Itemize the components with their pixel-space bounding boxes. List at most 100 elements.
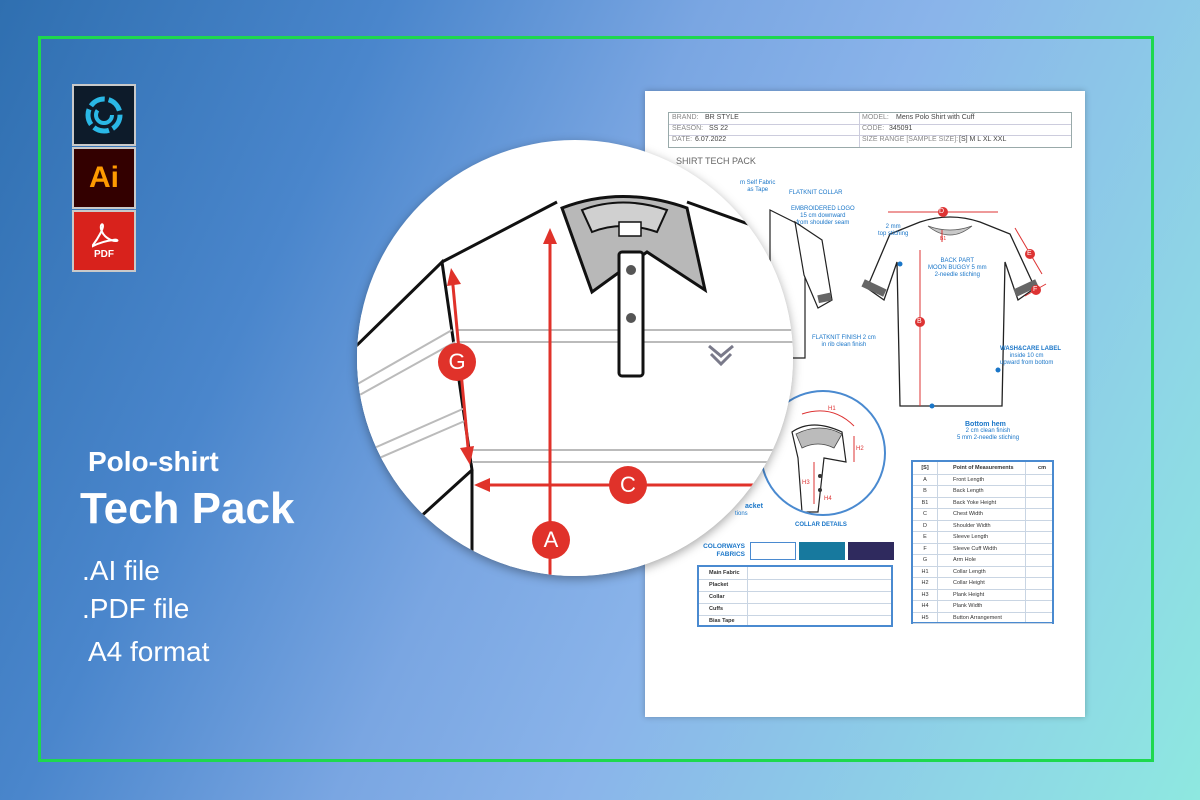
brand-value: BR STYLE xyxy=(705,114,739,121)
letter-h2: H2 xyxy=(856,446,864,452)
pom-row: C Chest Width xyxy=(913,508,1052,521)
swatch-white xyxy=(750,542,796,560)
pom-header-code: [S] xyxy=(921,465,929,471)
note-placket-sub: tions xyxy=(735,511,748,517)
pom-code: B1 xyxy=(921,499,929,506)
letter-d: D xyxy=(939,208,945,215)
illustrator-icon: Ai xyxy=(72,147,136,209)
size-value: [S] M L XL XXL xyxy=(959,136,1007,143)
fabric-main: Main Fabric xyxy=(709,570,740,576)
pom-row: H1 Collar Length xyxy=(913,566,1052,578)
pom-label: Button Arrangement xyxy=(953,614,1002,621)
code-key: CODE: xyxy=(862,125,885,132)
note-collar-details: COLLAR DETAILS xyxy=(795,522,847,528)
season-key: SEASON: xyxy=(672,125,704,132)
letter-h4: H4 xyxy=(824,496,832,502)
code-value: 345091 xyxy=(889,125,913,132)
date-value: 6.07.2022 xyxy=(695,136,727,143)
zoom-detail-circle: G C A xyxy=(357,140,793,576)
pom-code: G xyxy=(922,557,928,563)
fabric-cuffs: Cuffs xyxy=(709,606,724,612)
pom-header-label: Point of Measurements xyxy=(953,465,1014,471)
letter-e: E xyxy=(1027,250,1032,257)
pom-code: A xyxy=(923,476,927,483)
pom-code: H1 xyxy=(921,568,929,575)
pom-row: B1 Back Yoke Height xyxy=(913,497,1052,509)
pom-row: H5 Button Arrangement xyxy=(913,612,1052,624)
pom-code: E xyxy=(923,534,927,540)
illustrator-label: Ai xyxy=(89,161,119,194)
note-self-fabric: m Self Fabric as Tape xyxy=(740,180,776,193)
points-of-measurement-table: [S] Point of Measurements cm A Front Leng… xyxy=(911,460,1054,624)
note-flatknit-collar: FLATKNIT COLLAR xyxy=(789,190,843,196)
pom-code: C xyxy=(923,511,927,517)
pom-label: Arm Hole xyxy=(953,557,976,563)
pom-code: H4 xyxy=(921,603,929,609)
pom-label: Chest Width xyxy=(953,511,983,517)
fabric-bias-tape: Bias Tape xyxy=(709,618,735,624)
fabric-collar: Collar xyxy=(709,594,725,600)
pom-label: Plank Width xyxy=(953,603,983,609)
subtitle-polo-shirt: Polo-shirt xyxy=(88,446,219,477)
collar-detail-sketch xyxy=(791,410,855,513)
creative-cloud-logo-icon xyxy=(85,96,123,134)
feature-ai-file: .AI file xyxy=(82,555,160,586)
badge-g: G xyxy=(438,343,476,381)
acrobat-swirl-icon xyxy=(92,222,119,248)
pom-row: H4 Plank Width xyxy=(913,600,1052,613)
pom-label: Shoulder Width xyxy=(953,522,991,529)
pom-label: Back Length xyxy=(953,488,984,494)
pom-row: B Back Length xyxy=(913,485,1052,498)
feature-pdf-file: .PDF file xyxy=(82,593,190,624)
note-placket: acket xyxy=(745,503,763,510)
fabric-placket: Placket xyxy=(709,582,729,588)
colorways-label: COLORWAYS FABRICS xyxy=(703,543,745,558)
pom-label: Collar Length xyxy=(953,568,986,575)
pom-label: Front Length xyxy=(953,476,985,483)
date-key: DATE: xyxy=(672,136,693,143)
note-bottom-hem-body: 2 cm clean finish 5 mm 2-needle stiching xyxy=(957,428,1020,441)
pom-label: Sleeve Cuff Width xyxy=(953,545,997,552)
pom-row: H2 Collar Height xyxy=(913,577,1052,590)
pom-row: G Arm Hole xyxy=(913,554,1052,567)
pdf-label: PDF xyxy=(94,248,114,260)
season-value: SS 22 xyxy=(709,125,729,132)
acrobat-pdf-icon: PDF xyxy=(72,210,136,272)
letter-b1: B1 xyxy=(940,236,947,242)
brand-key: BRAND: xyxy=(672,114,699,121)
creative-cloud-icon xyxy=(72,84,136,146)
note-back-part: BACK PART MOON BUGGY 5 mm 2-needle stich… xyxy=(928,258,987,278)
note-wash-label-body: inside 10 cm upward from bottom xyxy=(1000,353,1054,366)
pom-row: E Sleeve Length xyxy=(913,531,1052,544)
note-bottom-hem-title: Bottom hem xyxy=(965,421,1006,428)
letter-b: B xyxy=(917,318,922,325)
pom-label: Collar Height xyxy=(953,580,985,586)
zoomed-polo-sketch xyxy=(357,195,793,576)
pom-code: B xyxy=(923,488,927,494)
letter-f: F xyxy=(1033,286,1038,293)
title-tech-pack: Tech Pack xyxy=(80,484,295,533)
pom-row: A Front Length xyxy=(913,474,1052,486)
pom-code: H5 xyxy=(921,614,929,621)
note-wash-label-title: WASH&CARE LABEL xyxy=(1000,346,1061,352)
sheet-title: SHIRT TECH PACK xyxy=(676,156,756,166)
note-flatknit-finish: FLATKNIT FINISH 2 cm in rib clean finish xyxy=(812,335,876,348)
pom-label: Back Yoke Height xyxy=(953,499,997,506)
swatch-teal xyxy=(799,542,845,560)
pom-label: Plank Height xyxy=(953,591,985,598)
back-shirt-sketch xyxy=(861,207,1047,409)
note-topstitch: 2 mm top stiching xyxy=(878,224,909,237)
pom-header-unit: cm xyxy=(1038,465,1046,471)
green-frame xyxy=(38,36,1154,762)
badge-a: A xyxy=(532,521,570,559)
model-value: Mens Polo Shirt with Cuff xyxy=(896,114,975,121)
size-key: SIZE RANGE [SAMPLE SIZE]: xyxy=(862,136,959,143)
sheet-header-table: BRAND: BR STYLE MODEL: Mens Polo Shirt w… xyxy=(668,112,1072,148)
feature-a4-format: A4 format xyxy=(88,636,210,667)
pom-code: H2 xyxy=(921,580,929,586)
pom-label: Sleeve Length xyxy=(953,534,989,540)
note-embroidered-logo: EMBROIDERED LOGO 15 cm downward from sho… xyxy=(791,206,855,226)
